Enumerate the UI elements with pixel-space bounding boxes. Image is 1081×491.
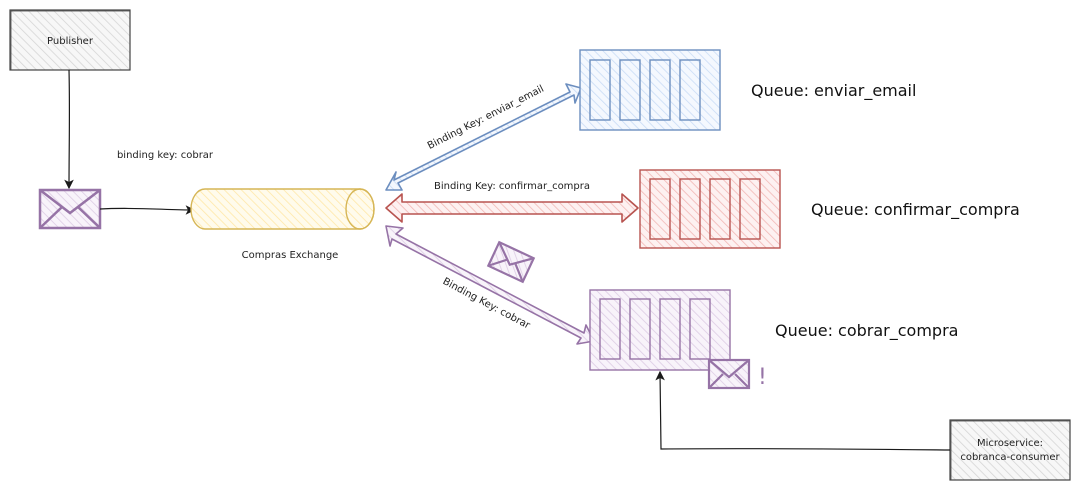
queue-cobrar-compra[interactable] — [589, 289, 731, 371]
binding-arrow-cobrar — [385, 225, 595, 345]
message-envelope-icon — [38, 188, 102, 230]
queue-confirmar-compra[interactable] — [639, 169, 781, 249]
alert-mark: ! — [758, 365, 767, 390]
queue-label-confirmar-compra: Queue: confirmar_compra — [811, 200, 1020, 220]
consumer-label-line2: cobranca-consumer — [960, 452, 1060, 463]
queued-message-icon — [707, 358, 751, 390]
queue-label-cobrar-compra: Queue: cobrar_compra — [775, 321, 958, 341]
publish-binding-label: binding key: cobrar — [117, 150, 214, 161]
consumer-label-line1: Microservice: — [977, 438, 1043, 449]
consume-arrow — [655, 370, 951, 451]
publish-arrow-right — [99, 205, 196, 215]
publisher-node[interactable]: Publisher — [9, 9, 131, 71]
queue-label-enviar-email: Queue: enviar_email — [751, 81, 916, 101]
publisher-label: Publisher — [47, 36, 94, 47]
exchange-cylinder[interactable] — [190, 188, 375, 230]
exchange-label: Compras Exchange — [242, 250, 339, 261]
binding-arrow-enviar-email — [385, 83, 582, 191]
binding-label-confirmar-compra: Binding Key: confirmar_compra — [434, 181, 590, 192]
consumer-node[interactable]: Microservice: cobranca-consumer — [949, 419, 1071, 481]
in-flight-message-icon — [486, 240, 536, 284]
queue-enviar-email[interactable] — [579, 49, 721, 131]
binding-arrow-confirmar-compra — [385, 193, 639, 223]
